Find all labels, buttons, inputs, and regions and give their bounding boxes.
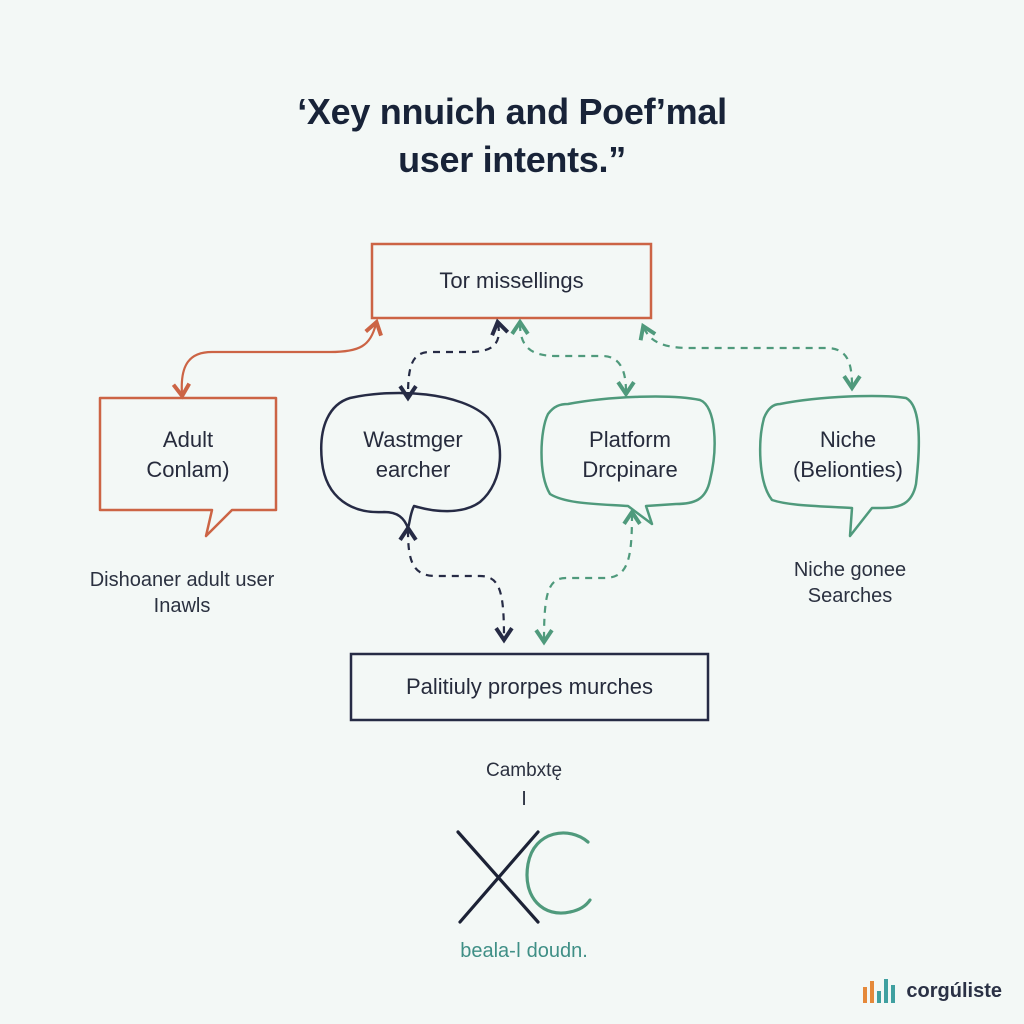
adult-caption-line-2: Inawls (153, 595, 211, 617)
center-caption: Cambxtę (485, 760, 563, 781)
logo-caption: bealа-ǀ doudn. (460, 940, 588, 962)
wastmger-node-label: Wastmger earcher (324, 425, 502, 485)
adult-node-line-1: Adult (162, 427, 214, 452)
connector-wastmger-bottom (398, 524, 514, 644)
adult-node-bubble (98, 396, 278, 538)
connector-top-platform (510, 318, 636, 398)
niche-node-label: Niche (Belionties) (760, 425, 936, 485)
wastmger-node-bubble (320, 391, 502, 530)
niche-node-line-1: Niche (819, 427, 877, 452)
title-line-1: ‘Xey nnuich and Poef’mal (297, 91, 727, 132)
connector-platform-bottom (534, 508, 642, 646)
top-node-box (370, 242, 653, 320)
adult-node-line-2: Conlam) (146, 457, 230, 482)
wastmger-node-line-2: earcher (375, 457, 451, 482)
adult-caption-line-1: Dishoaner adult user (89, 569, 275, 591)
title-line-2: user intents.” (398, 139, 626, 180)
niche-node-line-2: (Belionties) (792, 457, 904, 482)
top-node-label: Tor missellings (439, 268, 584, 293)
brand-logo: corgúliste (862, 976, 1002, 1006)
platform-node-bubble (540, 395, 716, 526)
platform-node-label: Platform Drcpinare (540, 425, 720, 485)
bottom-node-box (349, 652, 710, 722)
connector-top-adult (171, 318, 383, 400)
platform-node-line-2: Drcpinare (582, 457, 678, 482)
adult-node-label: Adult Conlam) (100, 425, 276, 485)
brand-name: corgúliste (906, 979, 1002, 1002)
adult-caption: Dishoaner adult user Inawls (60, 567, 304, 619)
diagram-title: ‘Xey nnuich and Poef’mal user intents.” (112, 88, 912, 184)
niche-caption-line-1: Niche gonee (793, 559, 907, 581)
wastmger-node-line-1: Wastmger (363, 427, 463, 452)
brand-bars-icon (863, 979, 896, 1003)
connector-top-wastmger (398, 318, 510, 402)
bottom-node-label: Palitiuly prorpes murches (406, 674, 653, 699)
connector-top-niche (638, 322, 862, 392)
center-caption-mark: I (521, 788, 527, 810)
niche-caption-line-2: Searches (807, 585, 893, 607)
niche-node-bubble (758, 394, 921, 538)
xc-logo-icon (456, 830, 592, 924)
niche-caption: Niche gonee Searches (760, 557, 940, 609)
platform-node-line-1: Platform (589, 427, 671, 452)
